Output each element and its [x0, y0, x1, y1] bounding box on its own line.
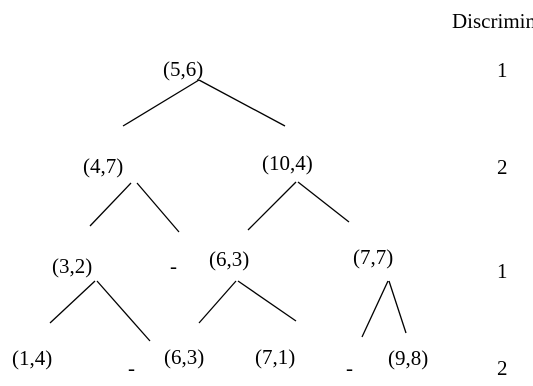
discriminator-level-1: 1 [497, 58, 508, 82]
edge-ll-lll [49, 280, 96, 324]
node-rr: (7,7) [353, 245, 393, 269]
node-rll: (6,3) [164, 345, 204, 369]
node-rrl: - [346, 356, 353, 380]
edge-root-right [198, 79, 286, 127]
edge-ll-llr [96, 280, 151, 342]
node-lll: (1,4) [12, 346, 52, 370]
edge-r-rl [247, 181, 297, 231]
node-root: (5,6) [163, 57, 203, 81]
node-l: (4,7) [83, 154, 123, 178]
node-llr: - [128, 356, 135, 380]
discriminator-level-4: 2 [497, 356, 508, 380]
edge-l-lr [136, 182, 180, 233]
discriminator-header: Discriminator [452, 9, 533, 33]
edge-rl-rll [198, 280, 237, 324]
discriminator-level-3: 1 [497, 259, 508, 283]
node-r: (10,4) [262, 151, 313, 175]
edge-rr-rrl [361, 280, 389, 338]
node-ll: (3,2) [52, 254, 92, 278]
edge-rl-rlr [237, 280, 297, 322]
edge-rr-rrr [388, 280, 407, 334]
edge-root-left [122, 79, 200, 127]
node-rrr: (9,8) [388, 346, 428, 370]
node-rlr: (7,1) [255, 345, 295, 369]
edge-l-ll [89, 182, 132, 227]
node-rl: (6,3) [209, 247, 249, 271]
edge-r-rr [297, 181, 350, 223]
node-lr: - [170, 254, 177, 278]
discriminator-level-2: 2 [497, 155, 508, 179]
